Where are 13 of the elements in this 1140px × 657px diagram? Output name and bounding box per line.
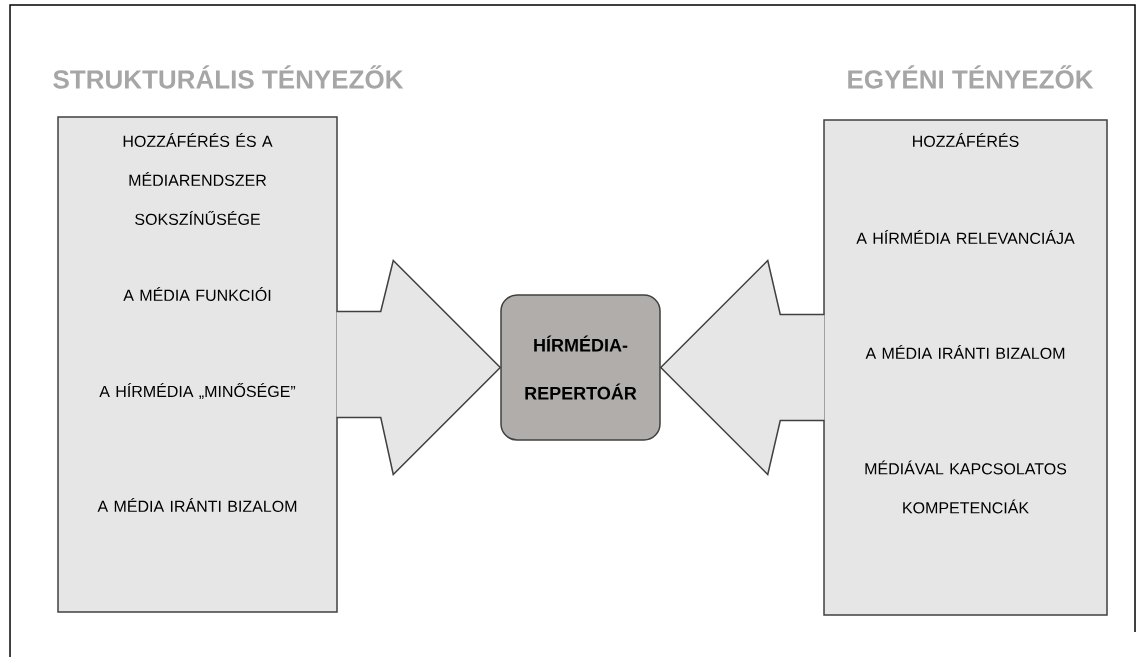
factor-text: A MÉDIA IRÁNTI BIZALOM xyxy=(97,498,297,512)
center-box: HÍRMÉDIA- REPERTOÁR xyxy=(500,294,661,441)
heading: EGYÉNI TÉNYEZŐK xyxy=(848,65,1094,89)
factor-text: HOZZÁFÉRÉS ÉS A MÉDIARENDSZER SOKSZÍNŰSÉGE xyxy=(123,133,273,225)
factor-text: A MÉDIA IRÁNTI BIZALOM xyxy=(865,345,1065,359)
block-arrow xyxy=(335,259,502,476)
factor-text: A HÍRMÉDIA „MINŐSÉGE” xyxy=(99,383,296,399)
factor-text: A MÉDIA FUNKCIÓI xyxy=(123,287,271,301)
factor-text: MÉDIÁVAL KAPCSOLATOS KOMPETENCIÁK xyxy=(865,460,1067,514)
block-arrow xyxy=(659,259,826,476)
factor-text: HOZZÁFÉRÉS xyxy=(913,133,1019,147)
heading: STRUKTURÁLIS TÉNYEZŐK xyxy=(53,65,404,89)
factor-text: A HÍRMÉDIA RELEVANCIÁJA xyxy=(856,230,1075,244)
